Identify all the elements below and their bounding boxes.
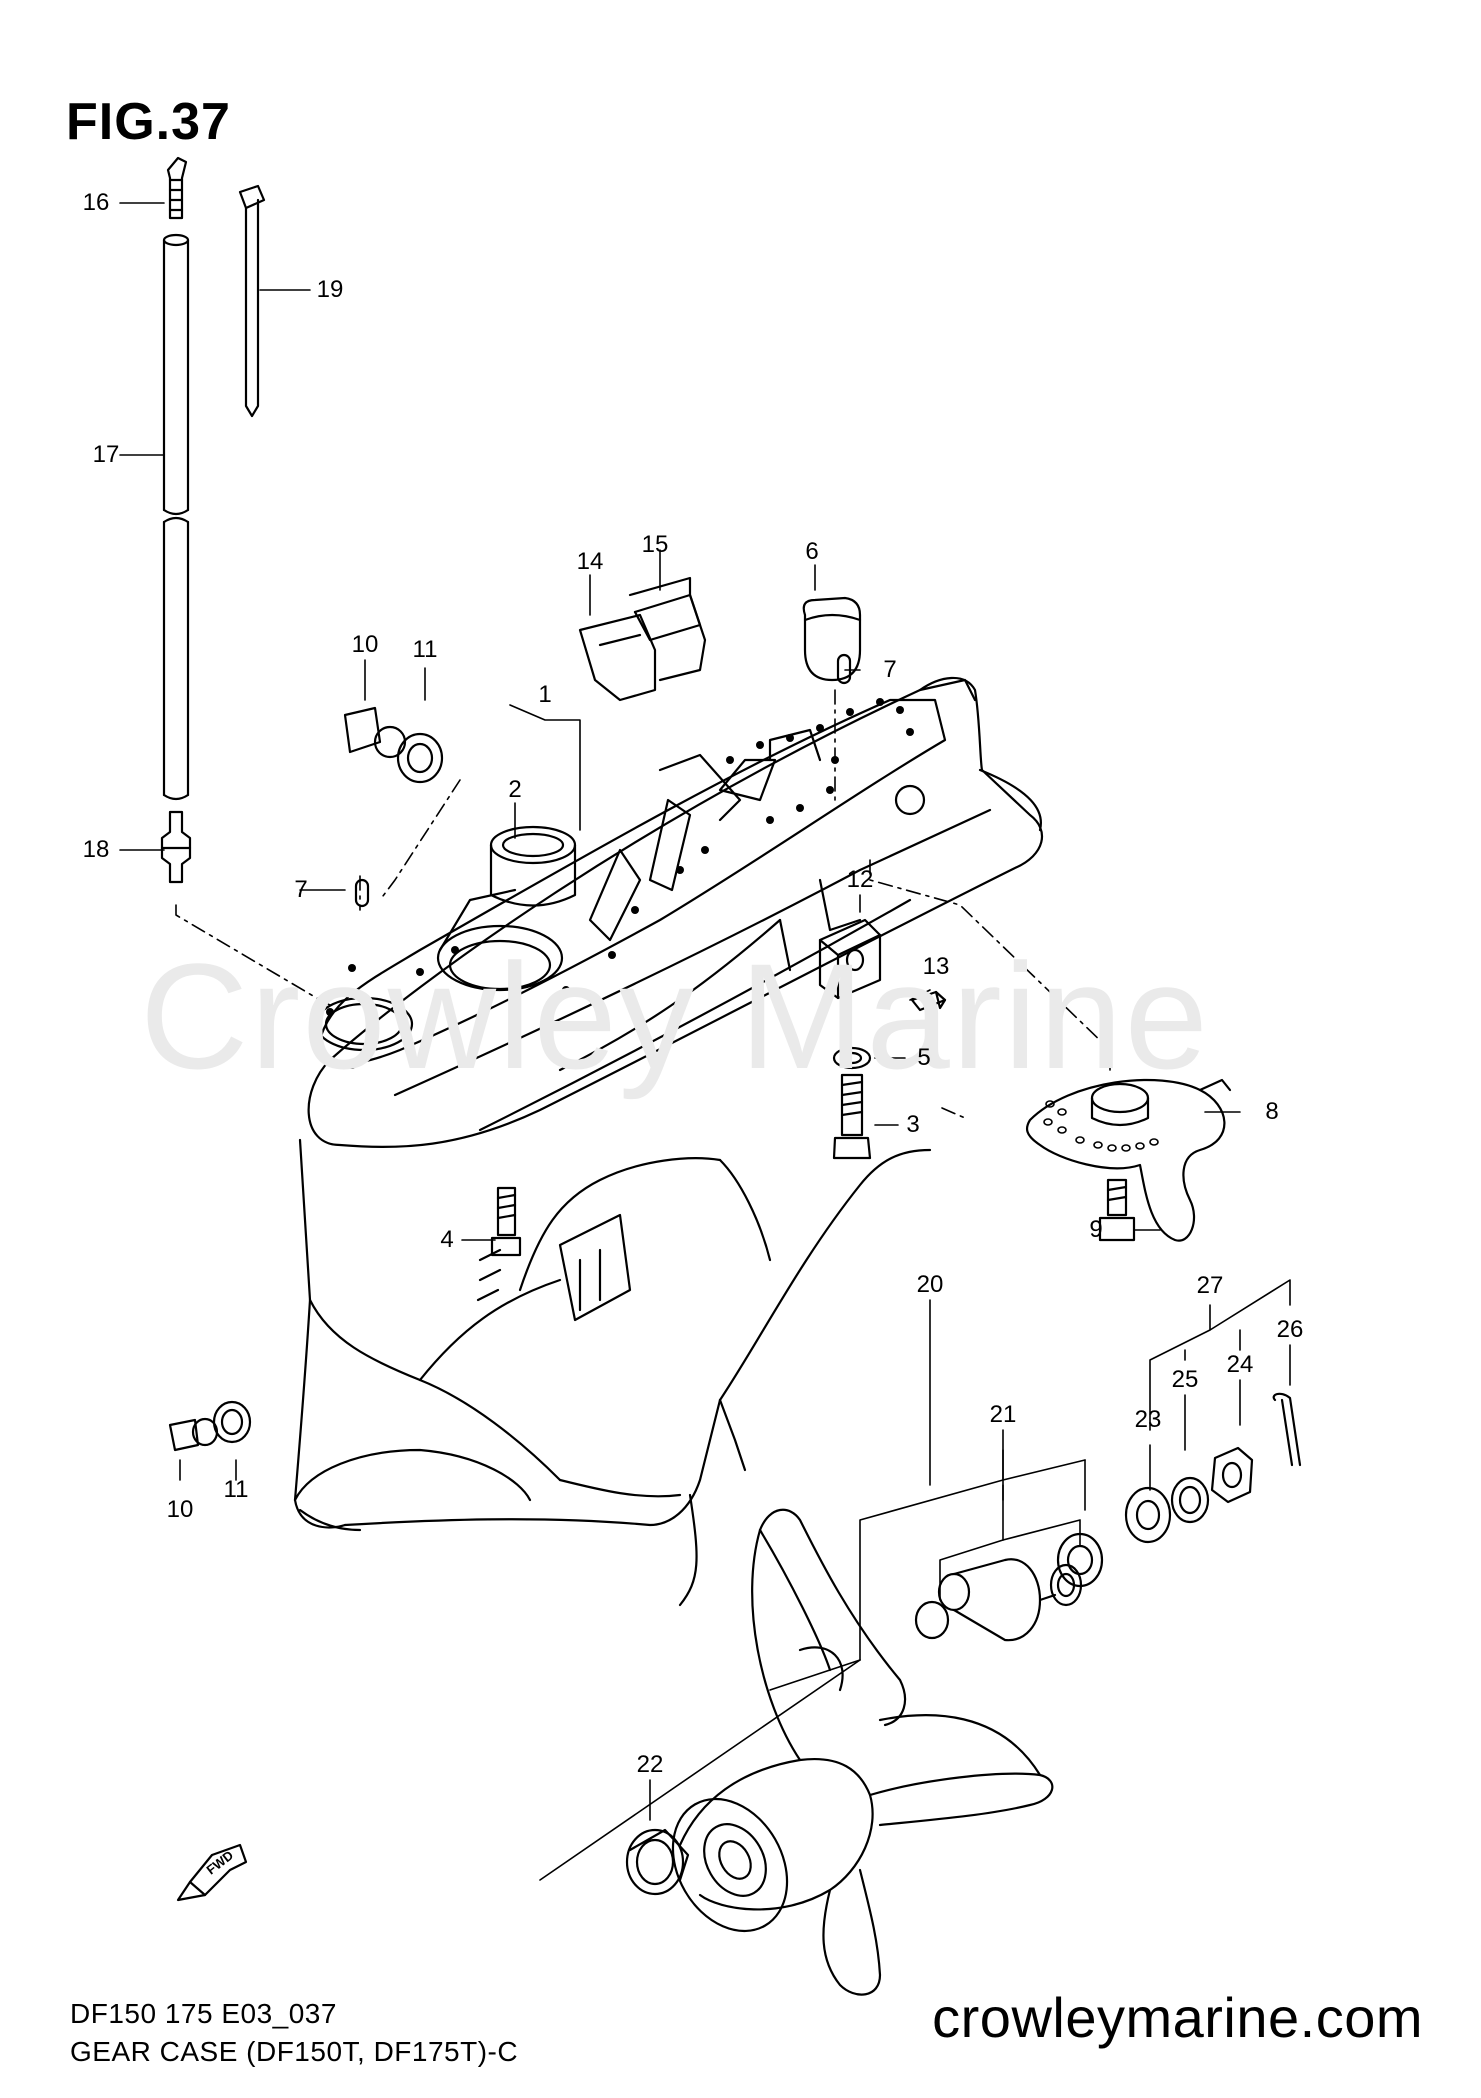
bolt-part	[490, 1186, 522, 1257]
drive-shaft-part	[160, 156, 192, 884]
callout-23: 23	[1134, 1406, 1162, 1433]
spacer-block-part	[818, 918, 882, 1000]
bushing-part	[914, 1532, 1104, 1642]
callout-8: 8	[1265, 1098, 1279, 1125]
callout-6: 6	[805, 538, 819, 565]
callout-10: 10	[351, 631, 379, 658]
drain-plug-part-lower	[168, 1400, 252, 1452]
drain-plug-part	[343, 706, 444, 784]
dowel-pin-part	[354, 653, 852, 908]
cotter-pin-part	[1272, 1392, 1302, 1467]
callout-24: 24	[1226, 1351, 1254, 1378]
callout-5: 5	[917, 1044, 931, 1071]
callout-14: 14	[576, 548, 604, 575]
callout-11: 11	[412, 636, 438, 663]
callout-4: 4	[440, 1226, 454, 1253]
gear-case-housing	[293, 676, 1044, 1607]
figure-code: DF150 175 E03_037	[70, 1998, 337, 2029]
nut-24-part	[1210, 1446, 1254, 1504]
callout-21: 21	[989, 1401, 1017, 1428]
callout-18: 18	[82, 836, 110, 863]
anode-cap-part	[802, 596, 862, 682]
callout-25: 25	[1171, 1366, 1199, 1393]
callout-26: 26	[1276, 1316, 1304, 1343]
callout-16: 16	[82, 189, 110, 216]
callout-12: 12	[846, 866, 874, 893]
washer-23-part	[1124, 1486, 1172, 1544]
callout-13: 13	[922, 953, 950, 980]
callout-27: 27	[1196, 1272, 1224, 1299]
figure-title: FIG.37	[66, 93, 231, 151]
leader-lines-dashed	[175, 689, 1111, 1119]
anode-clip-part	[578, 576, 707, 702]
bolt-part-9	[1098, 1178, 1136, 1242]
washer-25-part	[1170, 1476, 1210, 1524]
callout-22: 22	[636, 1751, 664, 1778]
callout-20: 20	[916, 1271, 944, 1298]
callout-1: 1	[538, 681, 552, 708]
callout-9: 9	[1089, 1216, 1103, 1243]
long-bolt-part	[832, 1073, 872, 1160]
callout-19: 19	[316, 276, 344, 303]
fwd-arrow-icon	[176, 1843, 248, 1902]
callout-2: 2	[508, 776, 522, 803]
callout-11-lower: 11	[223, 1476, 249, 1503]
callout-10-lower: 10	[166, 1496, 194, 1523]
figure-name: GEAR CASE (DF150T, DF175T)-C	[70, 2036, 519, 2067]
thrust-washer-part	[625, 1828, 690, 1896]
small-bolt-part	[910, 990, 947, 1012]
callout-3: 3	[906, 1111, 920, 1138]
website-label: crowleymarine.com	[932, 1986, 1423, 2049]
callout-7-lower: 7	[294, 876, 308, 903]
callout-7: 7	[883, 656, 897, 683]
washer-part	[832, 1046, 872, 1070]
propeller-part	[671, 1508, 1054, 1996]
watermark: Crowley Marine	[140, 932, 1210, 1100]
trim-tab-anode-part	[1025, 1078, 1232, 1242]
callout-17: 17	[92, 441, 120, 468]
callout-15: 15	[641, 531, 669, 558]
cable-tie-part	[238, 184, 266, 418]
